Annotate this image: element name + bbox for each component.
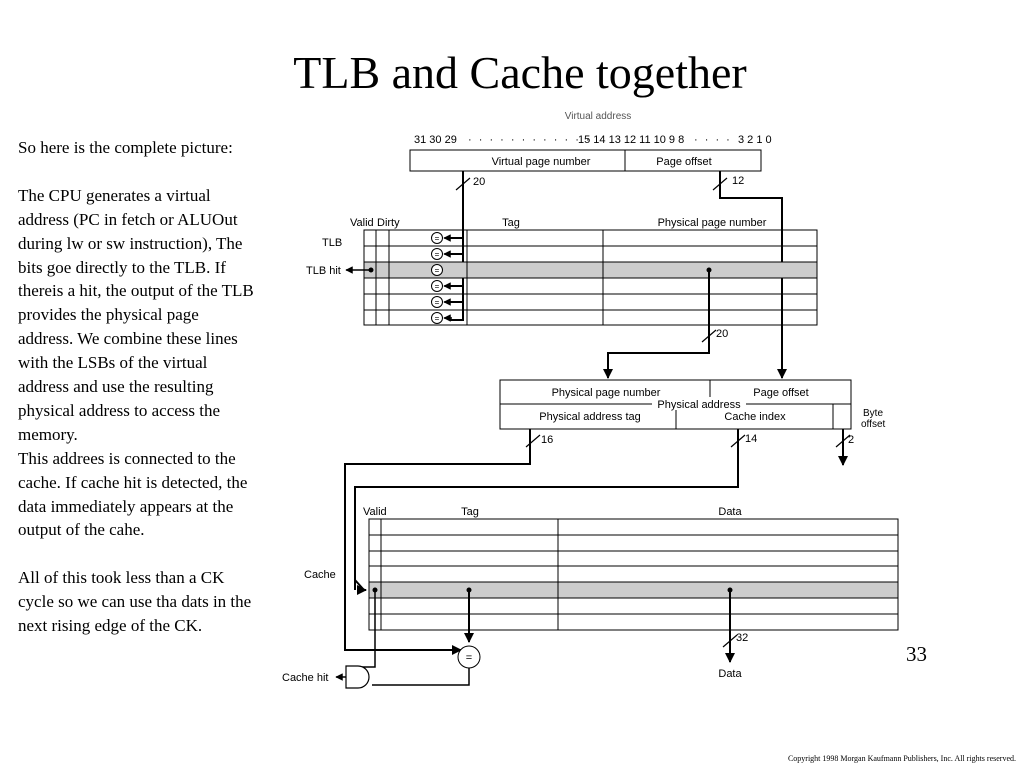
cache-col-tag: Tag bbox=[461, 506, 479, 518]
tlb-col-valid: Valid bbox=[350, 217, 374, 229]
paragraph-cache: This addrees is connected to the cache. … bbox=[18, 448, 248, 540]
page-number: 33 bbox=[906, 642, 927, 666]
physical-address-caption: Physical address bbox=[657, 399, 741, 411]
tlb-col-dirty: Dirty bbox=[377, 217, 400, 229]
tlb-comparators bbox=[431, 232, 443, 324]
copyright-notice: Copyright 1998 Morgan Kaufmann Publisher… bbox=[787, 754, 1016, 763]
tlb-label: TLB bbox=[322, 237, 342, 249]
tlb-comparator-symbol: = bbox=[435, 234, 440, 243]
tlb-comparator-symbol: = bbox=[435, 266, 440, 275]
tlb-out-width: 20 bbox=[716, 328, 728, 340]
body-text: So here is the complete picture: The CPU… bbox=[18, 136, 258, 638]
tlb-hit-row bbox=[364, 262, 817, 278]
pa-offset-label: Page offset bbox=[753, 387, 808, 399]
va-bits-left: 31 30 29 bbox=[414, 134, 457, 146]
cache-label: Cache bbox=[304, 569, 336, 581]
pa-index-width: 14 bbox=[745, 433, 757, 445]
cache-hit-row bbox=[369, 582, 898, 598]
tlb-col-tag: Tag bbox=[502, 217, 520, 229]
va-vpn-width: 20 bbox=[473, 176, 485, 188]
tlb-grid bbox=[364, 230, 817, 325]
va-offset-label: Page offset bbox=[656, 156, 711, 168]
va-vpn-label: Virtual page number bbox=[492, 156, 591, 168]
slide-title: TLB and Cache together bbox=[293, 47, 747, 98]
and-gate-icon bbox=[345, 665, 370, 689]
cache-data-width: 32 bbox=[736, 632, 748, 644]
tlb-comparator-symbol: = bbox=[435, 298, 440, 307]
pa-byte-width: 2 bbox=[848, 434, 854, 446]
virtual-address-caption: Virtual address bbox=[565, 111, 632, 122]
tlb-comparator-symbol: = bbox=[435, 314, 440, 323]
va-dots-right: · · · · bbox=[694, 134, 732, 146]
va-offset-field bbox=[624, 149, 762, 172]
tlb-comparator-symbol: = bbox=[435, 282, 440, 291]
pa-tag-label: Physical address tag bbox=[539, 411, 641, 423]
paragraph-cpu: The CPU generates a virtual address (PC … bbox=[18, 185, 254, 444]
cache-table bbox=[368, 518, 899, 631]
va-dots-left: · · · · · · · · · · · · bbox=[468, 134, 592, 146]
tlb-hit-label: TLB hit bbox=[306, 265, 341, 277]
pa-index-label: Cache index bbox=[724, 411, 786, 423]
cache-col-data: Data bbox=[718, 506, 742, 518]
cache-comparator-symbol: = bbox=[466, 652, 472, 664]
cache-data-out-label: Data bbox=[718, 668, 742, 680]
tlb-col-ppn: Physical page number bbox=[658, 217, 767, 229]
cache-col-valid: Valid bbox=[363, 506, 387, 518]
va-bits-mid: 15 14 13 12 11 10 9 8 bbox=[578, 134, 684, 146]
va-bits-right: 3 2 1 0 bbox=[738, 134, 772, 146]
pa-ppn-label: Physical page number bbox=[552, 387, 661, 399]
tlb-comparator-symbol: = bbox=[435, 250, 440, 259]
paragraph-intro: So here is the complete picture: bbox=[18, 138, 233, 157]
cache-grid bbox=[369, 519, 898, 630]
pa-tag-width: 16 bbox=[541, 434, 553, 446]
cache-hit-label: Cache hit bbox=[282, 672, 328, 684]
va-offset-width: 12 bbox=[732, 175, 744, 187]
paragraph-timing: All of this took less than a CK cycle so… bbox=[18, 568, 252, 636]
